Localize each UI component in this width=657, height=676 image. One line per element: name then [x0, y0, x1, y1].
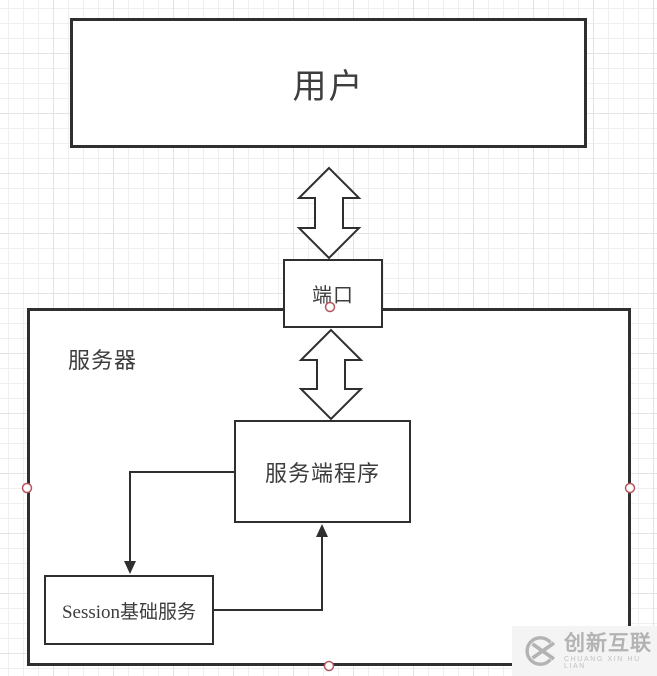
watermark: 创新互联 CHUANG XIN HU LIAN [512, 626, 657, 676]
session-service-label: Session基础服务 [61, 601, 197, 623]
server-box-label: 服务器 [68, 348, 138, 373]
user-box-label: 用户 [292, 67, 365, 106]
server-program-box: 服务端程序 [234, 420, 411, 523]
brand-name: 创新互联 [564, 631, 652, 655]
session-service-box: Session基础服务 [44, 575, 214, 645]
brand-tagline: CHUANG XIN HU LIAN [564, 655, 641, 670]
port-box-label: 端口 [312, 285, 354, 307]
brand-logo-icon [525, 636, 556, 666]
user-port-double-arrow-icon [296, 166, 362, 260]
server-program-label: 服务端程序 [264, 460, 380, 486]
user-box: 用户 [70, 18, 587, 148]
port-box: 端口 [283, 259, 383, 328]
